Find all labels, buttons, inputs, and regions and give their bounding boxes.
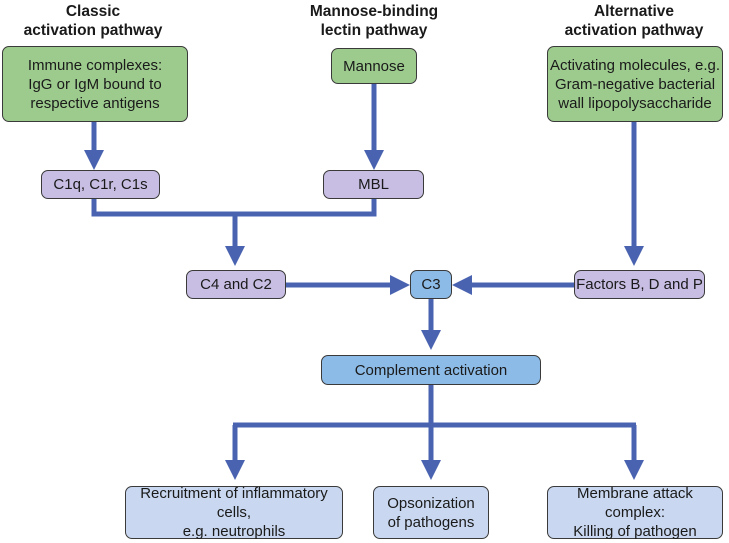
node-mannose: Mannose — [331, 48, 417, 84]
node-recruitment: Recruitment of inflammatory cells, e.g. … — [125, 485, 343, 540]
node-c4-c2: C4 and C2 — [186, 270, 286, 299]
node-mbl: MBL — [323, 170, 424, 199]
node-opsonization: Opsonization of pathogens — [373, 486, 489, 539]
node-membrane-attack-complex: Membrane attack complex: Killing of path… — [547, 485, 723, 540]
node-immune-complexes: Immune complexes: IgG or IgM bound to re… — [2, 46, 188, 122]
header-alternative: Alternative activation pathway — [564, 3, 704, 39]
header-lectin: Mannose-binding lectin pathway — [309, 3, 439, 39]
node-activating-molecules: Activating molecules, e.g. Gram-negative… — [547, 46, 723, 122]
node-c1q-c1r-c1s: C1q, C1r, C1s — [41, 170, 160, 199]
header-classic: Classic activation pathway — [23, 3, 163, 39]
node-c3: C3 — [410, 270, 452, 299]
node-factors-b-d-p: Factors B, D and P — [574, 270, 705, 299]
node-complement-activation: Complement activation — [321, 355, 541, 385]
connector-c1-mbl-merge — [91, 198, 377, 217]
